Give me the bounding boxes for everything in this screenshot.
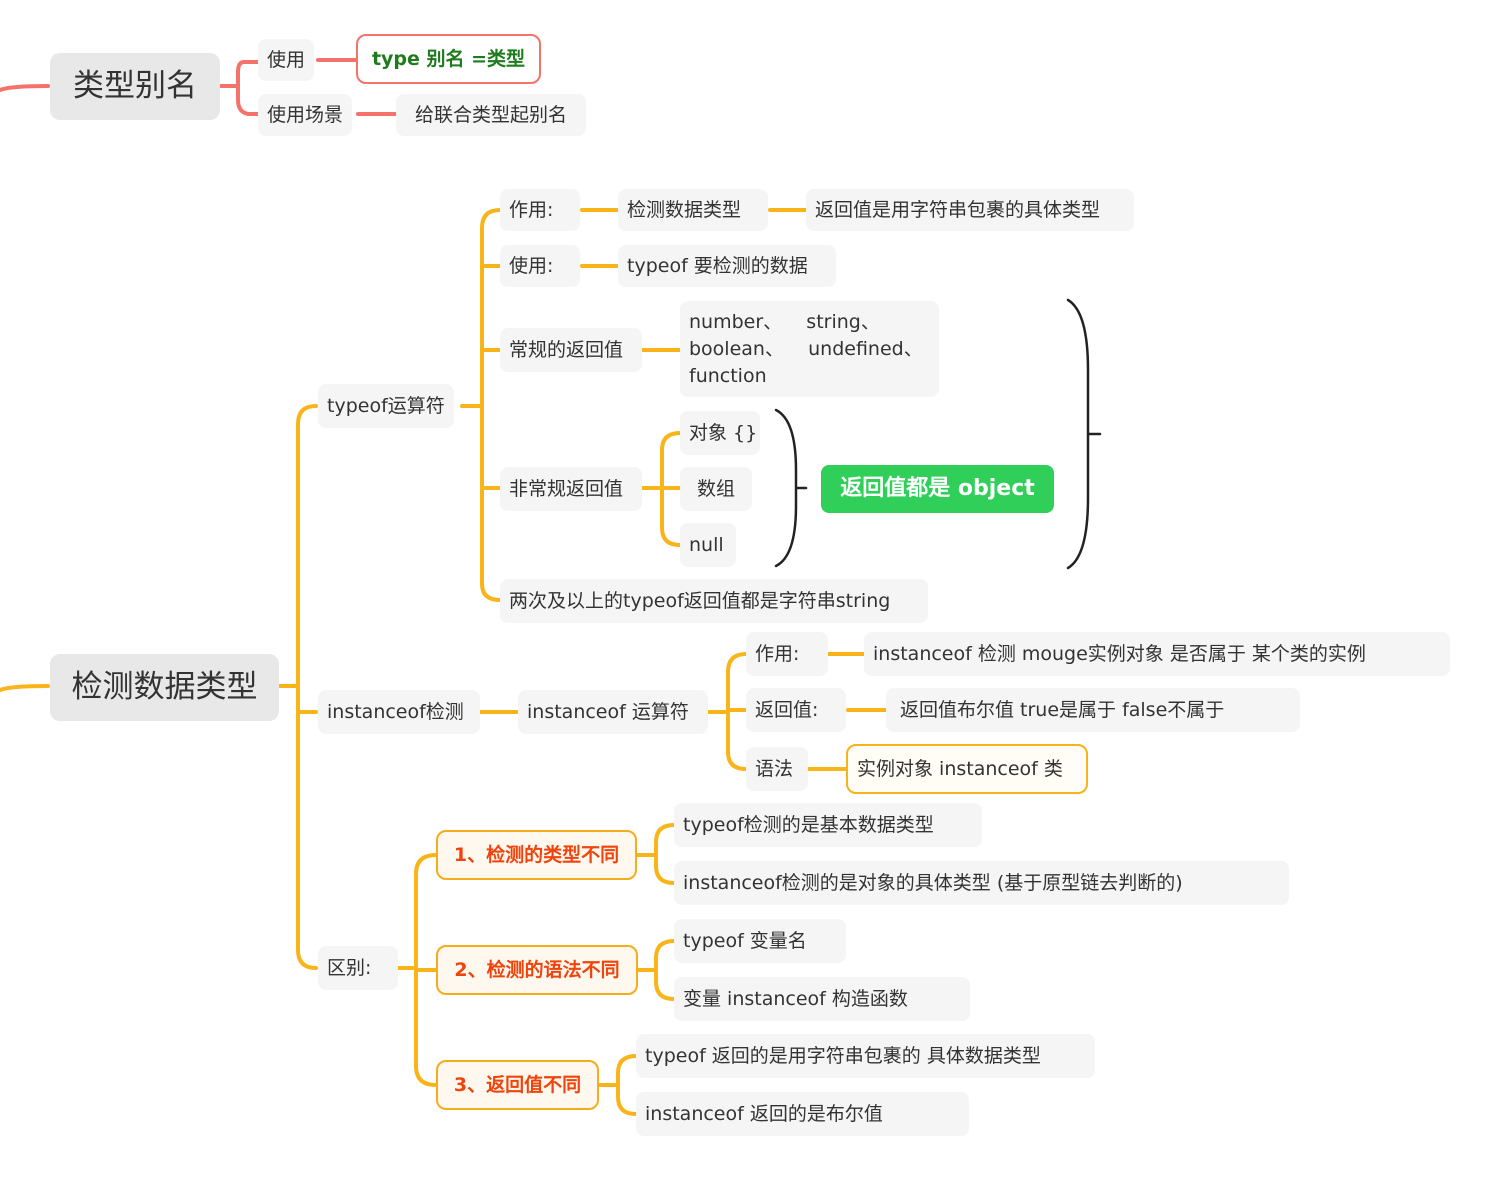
alias-use-label[interactable]: 使用: [258, 39, 315, 81]
alias-scene-value[interactable]: 给联合类型起别名: [396, 94, 586, 136]
instanceof-operator-node[interactable]: instanceof 运算符: [518, 690, 708, 734]
typeof-twice-note[interactable]: 两次及以上的typeof返回值都是字符串string: [500, 579, 928, 623]
typeof-role-value[interactable]: 检测数据类型: [618, 189, 768, 231]
diff-node[interactable]: 区别:: [318, 946, 398, 990]
diff-3-a[interactable]: typeof 返回的是用字符串包裹的 具体数据类型: [636, 1034, 1095, 1078]
instanceof-detect-node[interactable]: instanceof检测: [318, 690, 480, 734]
diff-2-b[interactable]: 变量 instanceof 构造函数: [674, 977, 970, 1021]
instanceof-syntax-value[interactable]: 实例对象 instanceof 类: [846, 744, 1088, 794]
diff-title-1[interactable]: 1、检测的类型不同: [436, 830, 637, 880]
instanceof-role-value[interactable]: instanceof 检测 mouge实例对象 是否属于 某个类的实例: [864, 632, 1450, 676]
typeof-usage-value[interactable]: typeof 要检测的数据: [618, 245, 836, 287]
instanceof-return-label[interactable]: 返回值:: [746, 688, 846, 732]
abnormal-item-null[interactable]: null: [680, 523, 736, 567]
alias-root-node[interactable]: 类型别名: [50, 53, 220, 120]
diff-3-b[interactable]: instanceof 返回的是布尔值: [636, 1092, 969, 1136]
typeof-operator-node[interactable]: typeof运算符: [318, 384, 454, 428]
typeof-normal-value[interactable]: number、 string、 boolean、 undefined、 func…: [680, 301, 939, 397]
alias-use-value[interactable]: type 别名 =类型: [356, 34, 541, 84]
instanceof-return-value[interactable]: 返回值布尔值 true是属于 false不属于: [886, 688, 1300, 732]
diff-title-2[interactable]: 2、检测的语法不同: [436, 945, 638, 995]
diff-1-a[interactable]: typeof检测的是基本数据类型: [674, 803, 982, 847]
typeof-role-label[interactable]: 作用:: [500, 189, 580, 231]
instanceof-syntax-label[interactable]: 语法: [746, 747, 808, 791]
typeof-normal-label[interactable]: 常规的返回值: [500, 328, 642, 372]
diff-title-3[interactable]: 3、返回值不同: [436, 1060, 599, 1110]
typeof-abnormal-label[interactable]: 非常规返回值: [500, 467, 642, 511]
diff-1-b[interactable]: instanceof检测的是对象的具体类型 (基于原型链去判断的): [674, 861, 1289, 905]
detect-root-node[interactable]: 检测数据类型: [50, 654, 279, 721]
instanceof-role-label[interactable]: 作用:: [746, 632, 828, 676]
typeof-role-result[interactable]: 返回值是用字符串包裹的具体类型: [806, 189, 1134, 231]
typeof-usage-label[interactable]: 使用:: [500, 245, 580, 287]
abnormal-item-object[interactable]: 对象 {}: [680, 411, 760, 455]
abnormal-item-array[interactable]: 数组: [680, 467, 752, 511]
alias-scene-label[interactable]: 使用场景: [258, 94, 353, 136]
abnormal-result-badge[interactable]: 返回值都是 object: [821, 465, 1054, 513]
diff-2-a[interactable]: typeof 变量名: [674, 919, 846, 963]
